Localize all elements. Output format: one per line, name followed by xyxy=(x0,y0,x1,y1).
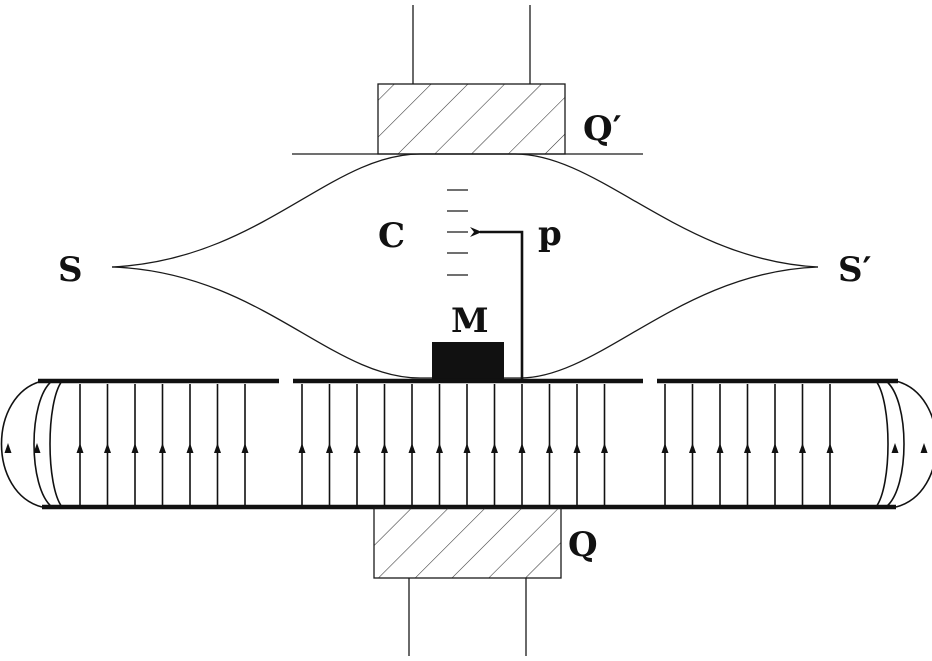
field-arrow-up xyxy=(716,443,724,453)
field-arrow-up xyxy=(436,443,443,453)
curved-field-line xyxy=(33,380,53,508)
left-end-cap xyxy=(0,380,43,508)
field-arrow-up xyxy=(601,443,608,453)
mass-block xyxy=(432,342,504,382)
field-arrow-up xyxy=(826,443,834,453)
field-arrow-up xyxy=(573,443,581,453)
field-arrow-up xyxy=(326,443,333,453)
field-arrow-up xyxy=(891,443,899,453)
field-arrow-up xyxy=(33,443,41,453)
upper-pole-block xyxy=(377,83,566,155)
field-lines xyxy=(4,380,928,508)
right-end-cap xyxy=(895,380,932,508)
field-arrow-up xyxy=(131,443,139,453)
lower-pole-block xyxy=(373,507,562,579)
arrow-p xyxy=(470,227,524,380)
envelope-upper-curve xyxy=(111,153,819,268)
curved-field-line xyxy=(875,380,889,508)
field-arrow-up xyxy=(298,443,306,453)
field-arrow-up xyxy=(744,443,751,453)
field-arrow-up xyxy=(689,443,696,453)
label-q-prime: Q′ xyxy=(583,109,622,149)
field-arrow-up xyxy=(518,443,526,453)
field-arrow-up xyxy=(353,443,361,453)
field-arrow-up xyxy=(799,443,806,453)
label-p: p xyxy=(538,214,562,254)
field-arrow-up xyxy=(214,443,221,453)
label-s-prime: S′ xyxy=(838,250,872,290)
field-arrow-up xyxy=(76,443,84,453)
field-arrow-up xyxy=(491,443,498,453)
curved-field-line xyxy=(49,380,63,508)
label-s: S xyxy=(58,250,83,290)
field-arrow-up xyxy=(661,443,669,453)
field-arrow-up xyxy=(920,443,928,453)
curved-field-line xyxy=(885,380,905,508)
field-arrow-up xyxy=(186,443,194,453)
field-arrow-up xyxy=(381,443,388,453)
field-arrow-up xyxy=(408,443,416,453)
field-arrow-up xyxy=(104,443,111,453)
label-q: Q xyxy=(568,525,598,565)
field-arrow-up xyxy=(546,443,553,453)
field-arrow-up xyxy=(159,443,166,453)
field-arrow-up xyxy=(771,443,779,453)
label-m: M xyxy=(451,301,489,341)
envelope-lower-curve xyxy=(111,266,819,379)
label-c: C xyxy=(378,216,405,256)
dashed-column xyxy=(447,189,468,276)
field-arrow-up xyxy=(463,443,471,453)
field-arrow-up xyxy=(241,443,249,453)
field-arrow-up xyxy=(4,443,12,453)
